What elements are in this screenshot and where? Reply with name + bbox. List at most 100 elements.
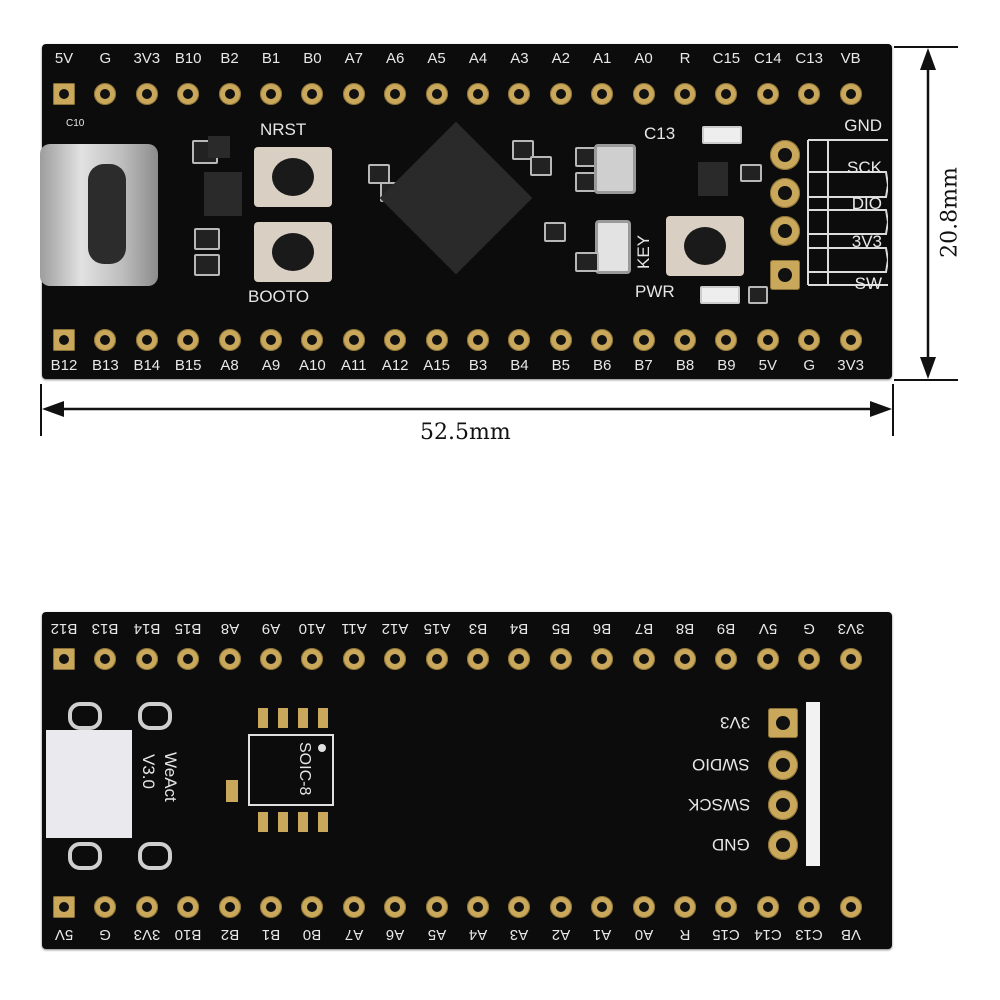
- pin-pad: [260, 896, 282, 918]
- pin-pad: [94, 896, 117, 918]
- pin-label: C14: [754, 50, 782, 67]
- pin-label: B13: [92, 620, 119, 637]
- pin-pad: [715, 896, 738, 918]
- pin-pad: [549, 648, 572, 670]
- pin-label: B5: [551, 620, 570, 637]
- transistor: [208, 136, 230, 158]
- pin-pad: [591, 83, 614, 105]
- pin-label: R: [679, 50, 691, 67]
- pin-pad: [177, 329, 200, 351]
- pin-label: R: [679, 926, 691, 943]
- c10-label: C10: [66, 118, 85, 129]
- pin-pad: [798, 83, 821, 105]
- swd-header-strip: [806, 702, 820, 866]
- boot0-button[interactable]: [254, 222, 332, 282]
- pin-label: A12: [381, 357, 409, 374]
- pin-pad: [632, 648, 655, 670]
- crystal-32k: [595, 220, 631, 274]
- pin-pad: [53, 896, 75, 918]
- swd-label: GND: [712, 835, 750, 854]
- usb-shield-pad: [138, 842, 172, 870]
- pin-label: B1: [261, 50, 281, 67]
- pin-pad: [839, 329, 862, 351]
- pin-label: A6: [386, 926, 405, 943]
- pin-pad: [591, 329, 614, 351]
- pin-pad: [177, 896, 200, 918]
- pin-label: B0: [303, 926, 322, 943]
- height-dimension-label: 20.8mm: [937, 167, 963, 258]
- pin-label: A15: [423, 620, 450, 637]
- pin-pad: [591, 896, 614, 918]
- pin-label: A2: [551, 50, 570, 67]
- pin-label: 3V3: [133, 926, 161, 943]
- component: [740, 164, 762, 182]
- pin-label: G: [803, 620, 816, 637]
- pin-pad: [53, 648, 75, 670]
- pin-label: B8: [675, 357, 695, 374]
- pin-label: A7: [344, 926, 363, 943]
- pin-pad: [135, 83, 158, 105]
- pin-pad: [715, 83, 738, 105]
- pin-pad: [425, 648, 448, 670]
- pin-label: A0: [634, 926, 653, 943]
- pin-pad: [632, 329, 655, 351]
- key-button[interactable]: [666, 216, 744, 276]
- pin-label: A5: [427, 50, 446, 67]
- pin-label: A4: [468, 926, 488, 943]
- pin-label: B13: [92, 357, 119, 374]
- height-dimension-tick-bottom: [894, 379, 958, 381]
- component: [368, 164, 390, 184]
- pin-label: A11: [341, 620, 367, 637]
- bottom-pin-header: [42, 894, 892, 920]
- swd-label: 3V3: [719, 713, 750, 732]
- c13-led: [702, 126, 742, 144]
- pin-label: B7: [634, 620, 653, 637]
- pin-label: 3V3: [837, 620, 864, 637]
- pin-pad: [260, 329, 282, 351]
- pin-pad: [425, 896, 448, 918]
- pin-label: B12: [50, 620, 78, 637]
- nrst-button[interactable]: [254, 147, 332, 207]
- pin-pad: [384, 896, 407, 918]
- pin-label: A9: [261, 620, 281, 637]
- pin-pad: [508, 83, 531, 105]
- pin-label: A1: [593, 926, 612, 943]
- pin-label: B8: [675, 620, 695, 637]
- pin-label: 5V: [54, 50, 74, 67]
- swd-pin: [768, 708, 798, 738]
- pin-label: B2: [220, 50, 239, 67]
- pin-label: B2: [220, 926, 239, 943]
- pin-pad: [53, 329, 75, 351]
- pin-pad: [135, 329, 158, 351]
- pin-pad: [756, 648, 779, 670]
- mcu-chip: [379, 121, 533, 275]
- pin-pad: [135, 648, 158, 670]
- pin-label: B10: [174, 50, 202, 67]
- pin-label: B10: [174, 926, 202, 943]
- width-dimension-tick-right: [892, 384, 894, 436]
- pin-label: A3: [510, 926, 529, 943]
- pin-label: 3V3: [837, 357, 864, 374]
- regulator: [204, 172, 242, 216]
- pin-pad: [384, 329, 407, 351]
- pin-pad: [467, 896, 489, 918]
- boot0-label: BOOTO: [248, 287, 310, 306]
- component: [194, 228, 220, 250]
- swd-label: SCK: [847, 158, 882, 177]
- pin-label: A5: [427, 926, 446, 943]
- soic8-label: SOIC-8: [296, 742, 313, 796]
- component: [698, 162, 728, 196]
- pin-pad: [632, 896, 655, 918]
- pin-pad: [715, 329, 738, 351]
- pin-label: A15: [423, 357, 450, 374]
- pin-pad: [756, 896, 779, 918]
- pin-pad: [218, 896, 241, 918]
- swd-label: SWSCK: [687, 795, 750, 814]
- pin-pad: [508, 648, 531, 670]
- swd-pin: [770, 140, 800, 170]
- swd-label: SW: [854, 274, 882, 293]
